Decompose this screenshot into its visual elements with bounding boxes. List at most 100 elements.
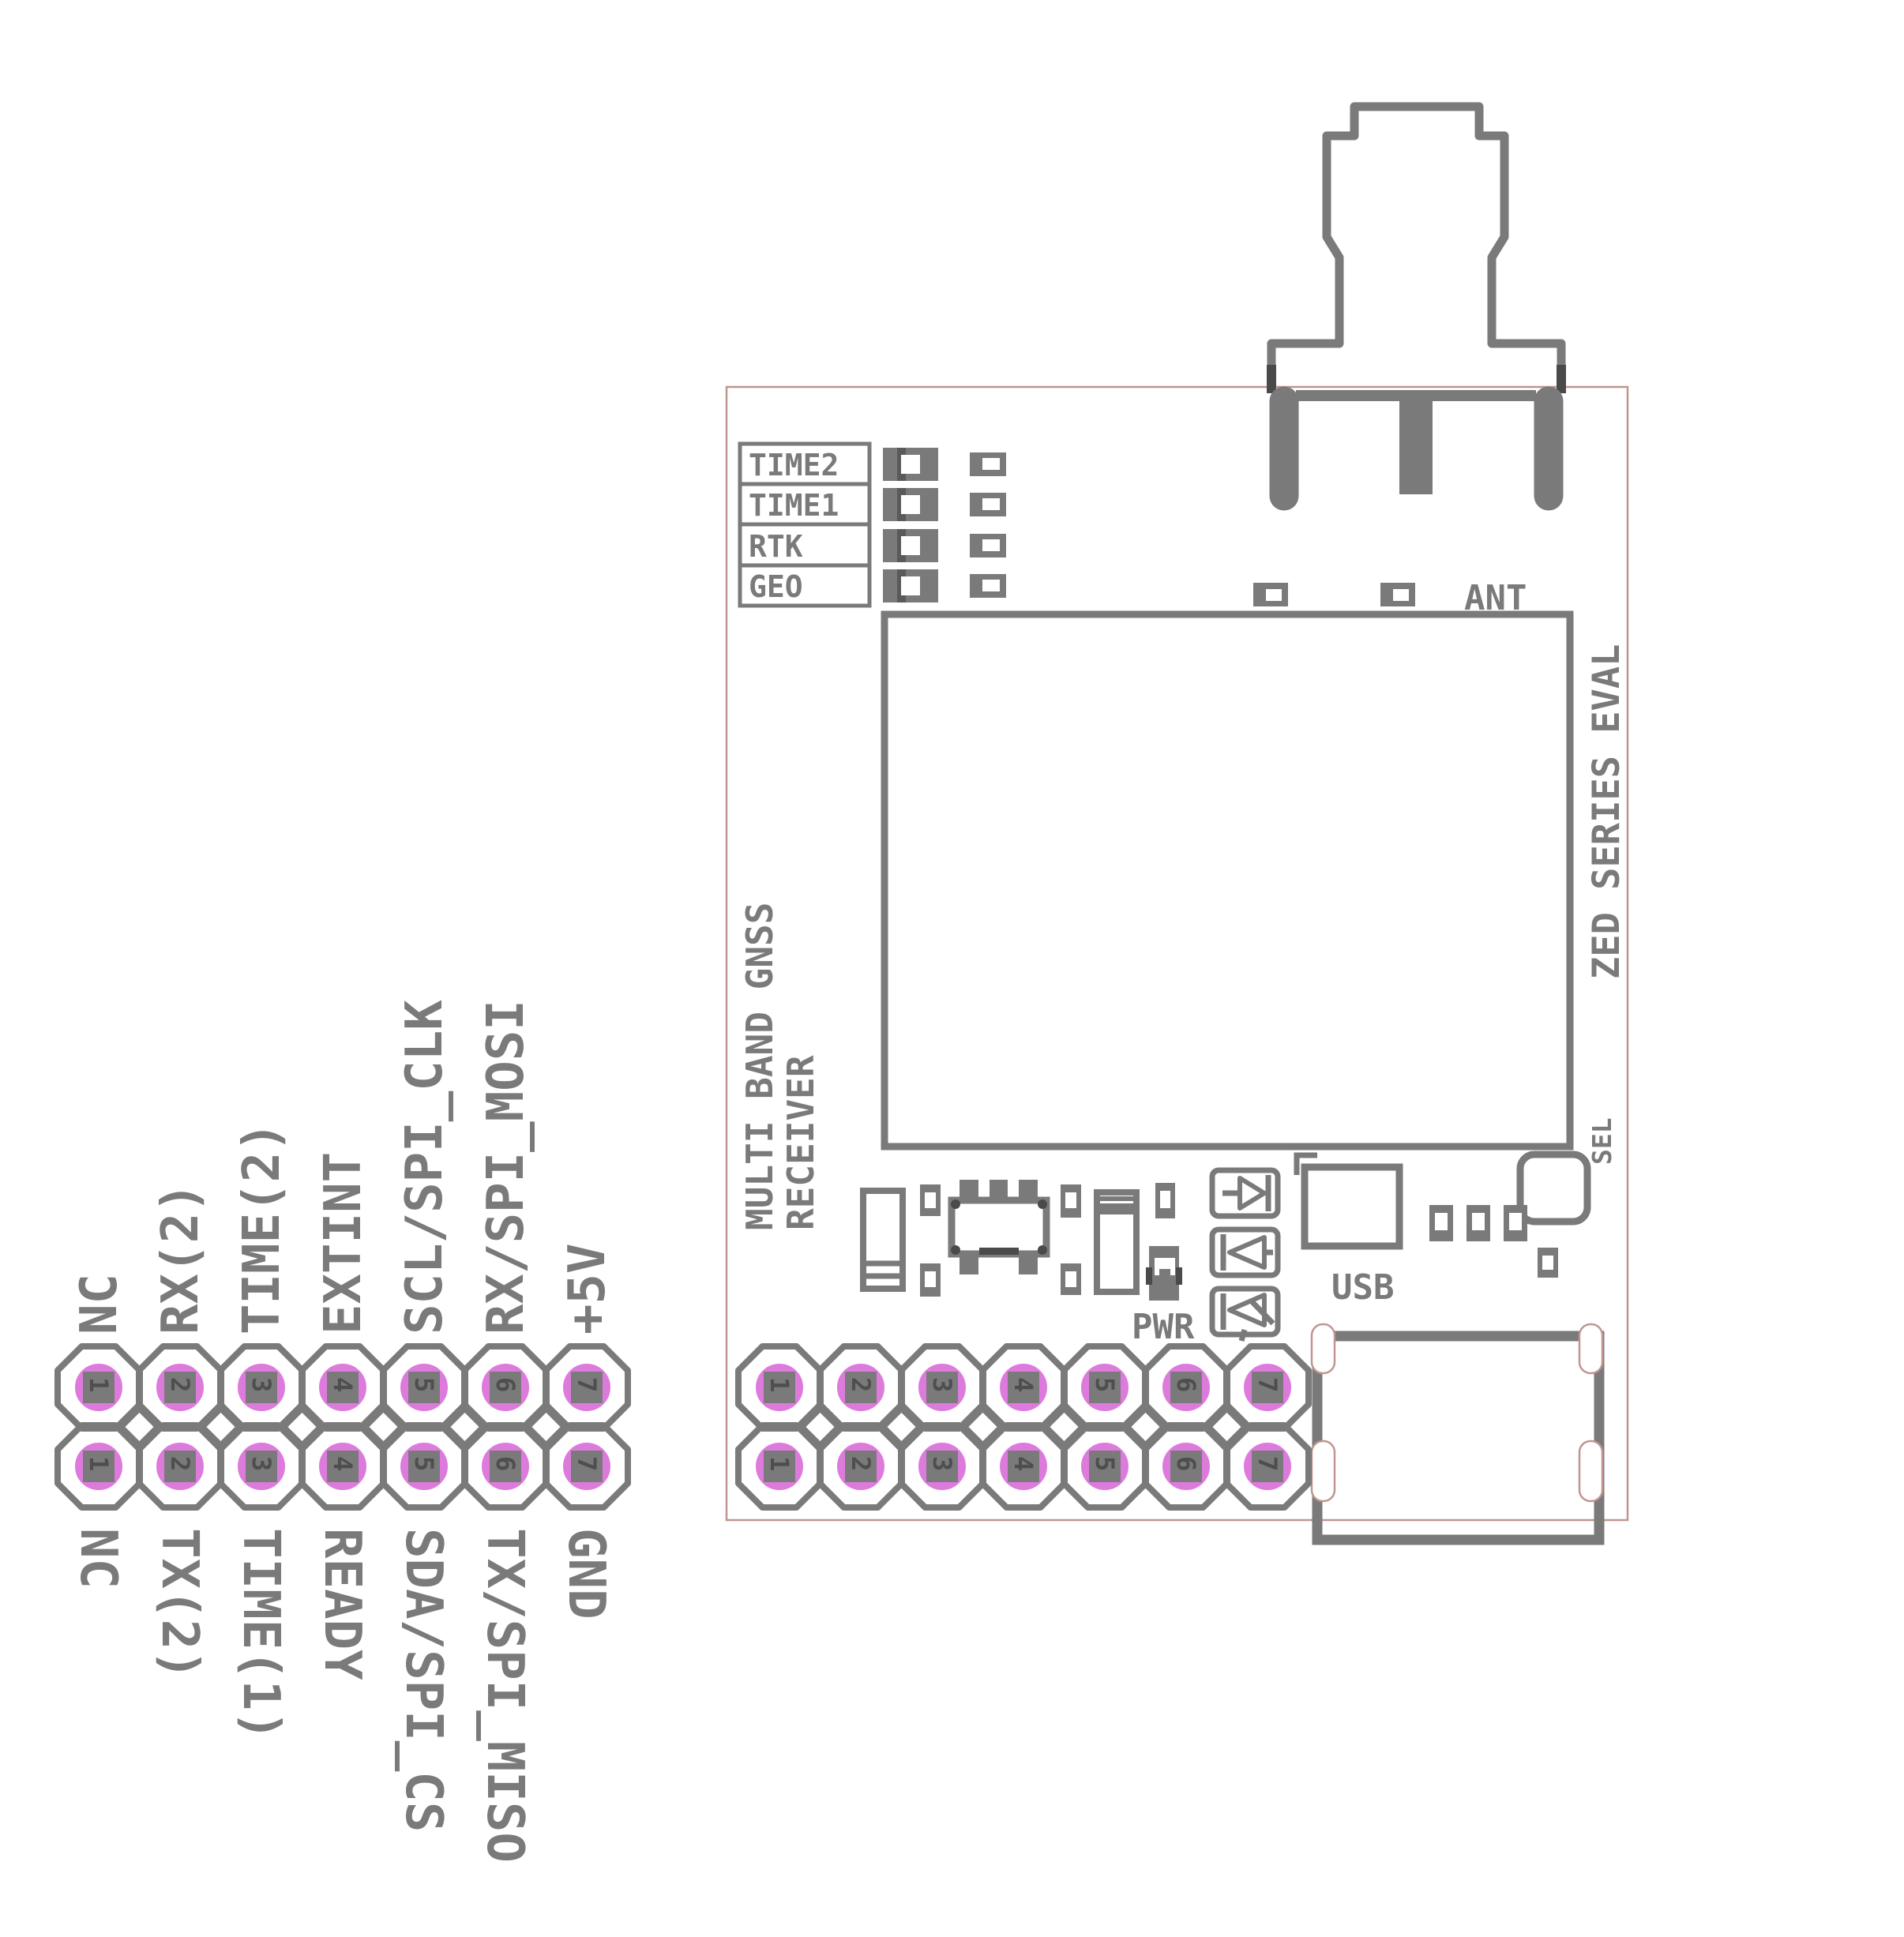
pin-pad-square	[845, 1372, 877, 1403]
pin-divider-diamond	[200, 1406, 242, 1448]
pin-pad-square	[926, 1372, 958, 1403]
led-series-pad-window	[982, 498, 1000, 510]
led-window	[901, 536, 920, 555]
regulator-ic	[948, 1180, 1050, 1274]
pin-divider-diamond	[799, 1406, 841, 1448]
pin-divider-diamond	[1206, 1406, 1248, 1448]
pin-number: 4	[1008, 1456, 1038, 1471]
pin-pad-square	[164, 1372, 196, 1403]
pin-label-bottom: READY	[313, 1528, 371, 1680]
pin-hole-ring	[319, 1443, 366, 1490]
sma-antenna-connector	[1267, 102, 1566, 511]
led-label-table: TIME2 TIME1 RTK GEO	[738, 441, 872, 608]
sel-button	[1516, 1151, 1591, 1226]
pin-pad-square	[845, 1451, 877, 1482]
pin-hole-ring	[837, 1364, 884, 1411]
pin-pad-square	[490, 1372, 521, 1403]
pin-number: 7	[572, 1456, 602, 1471]
pin-hole-ring	[1162, 1364, 1210, 1411]
pin-pad-square	[246, 1372, 277, 1403]
pin-hole-ring	[563, 1364, 610, 1411]
antenna-jumper-pads	[1253, 583, 1415, 606]
pin-hole-ring	[400, 1443, 448, 1490]
pin-label-bottom: NC	[69, 1528, 127, 1589]
pin-label-bottom: GND	[557, 1528, 615, 1620]
pin-hole-ring	[1244, 1364, 1291, 1411]
pin-pad-square	[408, 1372, 440, 1403]
pwr-label: PWR	[1132, 1307, 1195, 1347]
pin-pad-square	[1089, 1451, 1121, 1482]
pin-label-top: EXTINT	[314, 1152, 373, 1335]
pin-hole-ring	[918, 1443, 966, 1490]
board-series-label: ZED SERIES EVAL	[1585, 644, 1628, 979]
pin-pad-square	[1252, 1451, 1283, 1482]
pin-divider-diamond	[444, 1406, 486, 1448]
pin-number: 7	[572, 1377, 602, 1392]
pin-number: 3	[927, 1377, 957, 1392]
pin-divider-diamond	[525, 1406, 567, 1448]
pin-hole-ring	[1081, 1364, 1129, 1411]
pin-pad-square	[408, 1451, 440, 1482]
pin-pad-square	[83, 1451, 115, 1482]
pin-pad-square	[1170, 1451, 1202, 1482]
pin-number: 4	[328, 1456, 358, 1471]
pin-label-top: SCL/SPI_CLK	[396, 1000, 454, 1335]
pin-hole-ring	[1244, 1443, 1291, 1490]
pin-pad-square	[1170, 1372, 1202, 1403]
pin-hole-ring	[756, 1443, 803, 1490]
antenna-center-pin	[1399, 395, 1433, 494]
passive-components	[860, 1183, 1182, 1301]
pin-number: 6	[1171, 1377, 1201, 1392]
led-label-geo: GEO	[749, 569, 803, 604]
pin-number: 5	[1090, 1456, 1120, 1471]
pin-label-bottom: TX(2)	[150, 1528, 208, 1680]
pin-divider-diamond	[118, 1406, 160, 1448]
pin-number: 6	[490, 1456, 520, 1471]
pin-hole-ring	[75, 1364, 122, 1411]
pin-hole-ring	[238, 1443, 285, 1490]
pin-hole-ring	[918, 1364, 966, 1411]
pin-label-bottom: SDA/SPI_CS	[394, 1528, 453, 1832]
pin-pad-square	[327, 1451, 359, 1482]
pin-number: 1	[764, 1377, 794, 1392]
pin-hole-ring	[1000, 1443, 1047, 1490]
gnss-module-outline	[881, 610, 1574, 1151]
pin-hole-ring	[1081, 1443, 1129, 1490]
pin-number: 4	[328, 1377, 358, 1392]
usb-ic-pads	[1429, 1205, 1527, 1241]
led-window	[901, 495, 920, 514]
usb-ic	[1294, 1152, 1403, 1250]
board-function-label-2: RECEIVER	[779, 1055, 822, 1230]
pin-pad-square	[571, 1451, 603, 1482]
usb-connector	[1310, 1323, 1605, 1545]
pin-number: 2	[846, 1456, 876, 1471]
pin-divider-diamond	[362, 1406, 404, 1448]
pin-number: 7	[1252, 1377, 1282, 1392]
pin-pad-square	[926, 1451, 958, 1482]
board-function-label-1: MULTI BAND GNSS	[738, 903, 781, 1230]
pin-number: 7	[1252, 1456, 1282, 1471]
pin-hole-ring	[75, 1443, 122, 1490]
antenna-leg-overlap-right	[1557, 365, 1566, 393]
pin-pad-square	[1008, 1451, 1039, 1482]
pin-label-top: RX/SPI_MOSI	[477, 1000, 535, 1335]
pin-hole-ring	[238, 1364, 285, 1411]
pin-number: 5	[1090, 1377, 1120, 1392]
pin-label-top: +5V	[558, 1243, 617, 1335]
pin-pad-square	[490, 1451, 521, 1482]
pin1-marker	[1294, 1152, 1317, 1175]
diode-box-2	[1209, 1226, 1281, 1278]
pin-divider-diamond	[281, 1406, 323, 1448]
pin-label-top: TIME(2)	[233, 1121, 291, 1335]
pin-number: 6	[490, 1377, 520, 1392]
pin-outline-octagon	[543, 1422, 631, 1511]
led-window	[901, 576, 920, 595]
pin-hole-ring	[319, 1364, 366, 1411]
led-series-pad-window	[982, 458, 1000, 470]
pin-number: 3	[246, 1456, 276, 1471]
